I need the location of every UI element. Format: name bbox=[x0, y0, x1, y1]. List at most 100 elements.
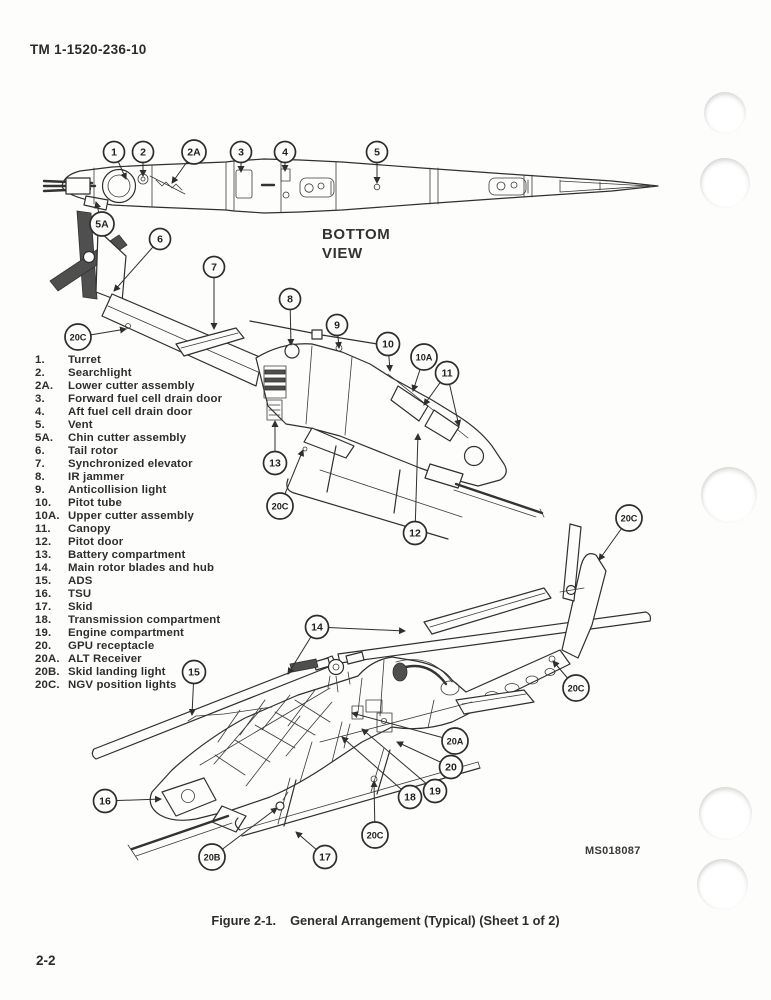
hole-punch bbox=[697, 859, 748, 910]
callout-18-marker: 18 bbox=[397, 784, 423, 810]
svg-text:20: 20 bbox=[445, 762, 457, 774]
legend-item: 14.Main rotor blades and hub bbox=[35, 562, 215, 574]
figure-caption-text: General Arrangement (Typical) (Sheet 1 o… bbox=[290, 913, 560, 928]
legend-item: 7.Synchronized elevator bbox=[35, 458, 193, 470]
page-title: TM 1-1520-236-10 bbox=[30, 42, 147, 57]
legend-item: 16.TSU bbox=[35, 588, 92, 600]
callout-10A-marker: 10A bbox=[410, 343, 438, 371]
callout-20-marker: 20 bbox=[438, 754, 464, 780]
legend-item: 2.Searchlight bbox=[35, 367, 132, 379]
callout-2-marker: 2 bbox=[131, 140, 155, 164]
bottom-view-label-line1: BOTTOM bbox=[322, 226, 391, 243]
legend-item: 11.Canopy bbox=[35, 523, 111, 535]
svg-text:9: 9 bbox=[334, 320, 340, 332]
legend-item: 13.Battery compartment bbox=[35, 549, 186, 561]
callout-20C-marker: 20C bbox=[615, 504, 643, 532]
svg-text:2: 2 bbox=[140, 147, 146, 159]
drawing-number: MS018087 bbox=[585, 845, 641, 857]
legend-item: 2A.Lower cutter assembly bbox=[35, 380, 195, 392]
figure-legend: 1.Turret 2.Searchlight 2A.Lower cutter a… bbox=[35, 354, 222, 692]
callout-5-marker: 5 bbox=[365, 140, 389, 164]
svg-text:20C: 20C bbox=[568, 684, 585, 694]
callout-20A-marker: 20A bbox=[441, 727, 469, 755]
legend-item: 6.Tail rotor bbox=[35, 445, 119, 457]
svg-text:8: 8 bbox=[287, 294, 293, 306]
svg-text:10: 10 bbox=[382, 339, 394, 351]
legend-item: 17.Skid bbox=[35, 601, 93, 613]
callout-8-marker: 8 bbox=[278, 287, 302, 311]
hole-punch bbox=[700, 158, 750, 208]
callout-20B-marker: 20B bbox=[198, 843, 226, 871]
figure-caption-label: Figure 2-1. bbox=[211, 913, 277, 928]
legend-item: 19.Engine compartment bbox=[35, 627, 184, 639]
callout-20C-marker: 20C bbox=[64, 323, 92, 351]
svg-text:16: 16 bbox=[99, 796, 111, 808]
svg-text:20C: 20C bbox=[621, 514, 638, 524]
callout-6-marker: 6 bbox=[148, 227, 172, 251]
svg-text:20C: 20C bbox=[367, 831, 384, 841]
svg-text:13: 13 bbox=[269, 458, 281, 470]
legend-item: 10.Pitot tube bbox=[35, 497, 123, 509]
hole-punch bbox=[699, 787, 752, 840]
svg-text:11: 11 bbox=[441, 368, 452, 380]
callout-10-marker: 10 bbox=[375, 331, 401, 357]
legend-item: 3.Forward fuel cell drain door bbox=[35, 393, 223, 405]
callout-20C-marker: 20C bbox=[562, 674, 590, 702]
svg-text:14: 14 bbox=[311, 622, 323, 634]
legend-item: 5A.Chin cutter assembly bbox=[35, 432, 187, 444]
svg-text:17: 17 bbox=[319, 852, 331, 864]
callout-19-marker: 19 bbox=[422, 778, 448, 804]
legend-item: 20C.NGV position lights bbox=[35, 679, 177, 691]
callout-17-marker: 17 bbox=[312, 844, 338, 870]
legend-item: 5.Vent bbox=[35, 419, 93, 431]
svg-text:3: 3 bbox=[238, 147, 244, 159]
svg-text:20C: 20C bbox=[70, 333, 87, 343]
svg-text:5A: 5A bbox=[95, 219, 109, 231]
legend-item: 12.Pitot door bbox=[35, 536, 124, 548]
bottom-view-label: BOTTOM VIEW bbox=[322, 225, 390, 263]
legend-item: 9.Anticollision light bbox=[35, 484, 167, 496]
callout-2A-marker: 2A bbox=[181, 139, 207, 165]
callout-5A-marker: 5A bbox=[89, 211, 115, 237]
callout-13-marker: 13 bbox=[262, 450, 288, 476]
callout-4-marker: 4 bbox=[273, 140, 297, 164]
svg-text:19: 19 bbox=[429, 786, 441, 798]
legend-item: 20.GPU receptacle bbox=[35, 640, 155, 652]
svg-text:6: 6 bbox=[157, 234, 163, 246]
svg-text:20B: 20B bbox=[204, 853, 221, 863]
bottom-view-label-line2: VIEW bbox=[322, 245, 363, 262]
svg-text:4: 4 bbox=[282, 147, 288, 159]
svg-text:18: 18 bbox=[404, 792, 416, 804]
legend-item: 8.IR jammer bbox=[35, 471, 125, 483]
legend-item: 1.Turret bbox=[35, 354, 101, 366]
svg-text:20A: 20A bbox=[447, 737, 464, 747]
figure-caption: Figure 2-1. General Arrangement (Typical)… bbox=[0, 913, 771, 928]
hole-punch bbox=[701, 467, 757, 523]
svg-text:2A: 2A bbox=[187, 147, 201, 159]
legend-item: 20B.Skid landing light bbox=[35, 666, 166, 678]
svg-text:12: 12 bbox=[409, 528, 421, 540]
hole-punch bbox=[704, 92, 746, 134]
svg-text:7: 7 bbox=[211, 262, 217, 274]
legend-item: 20A.ALT Receiver bbox=[35, 653, 142, 665]
callout-7-marker: 7 bbox=[202, 255, 226, 279]
callout-11-marker: 11 bbox=[434, 360, 460, 386]
page-number: 2-2 bbox=[36, 953, 56, 968]
svg-text:20C: 20C bbox=[272, 502, 289, 512]
bottom-view-drawing bbox=[42, 158, 659, 214]
svg-text:1: 1 bbox=[111, 147, 117, 159]
callout-3-marker: 3 bbox=[229, 140, 253, 164]
callout-9-marker: 9 bbox=[325, 313, 349, 337]
legend-item: 10A.Upper cutter assembly bbox=[35, 510, 194, 522]
callout-16-marker: 16 bbox=[92, 788, 118, 814]
callout-15-marker: 15 bbox=[181, 659, 207, 685]
callout-14-marker: 14 bbox=[304, 614, 330, 640]
callout-markers: 1 2 2A 3 4 5 5A 6 7 8 9 10 10A 11 20C 13… bbox=[64, 139, 643, 871]
legend-item: 4.Aft fuel cell drain door bbox=[35, 406, 193, 418]
callout-1-marker: 1 bbox=[102, 140, 126, 164]
callout-12-marker: 12 bbox=[402, 520, 428, 546]
side-view-drawing bbox=[49, 210, 545, 540]
legend-item: 18.Transmission compartment bbox=[35, 614, 221, 626]
